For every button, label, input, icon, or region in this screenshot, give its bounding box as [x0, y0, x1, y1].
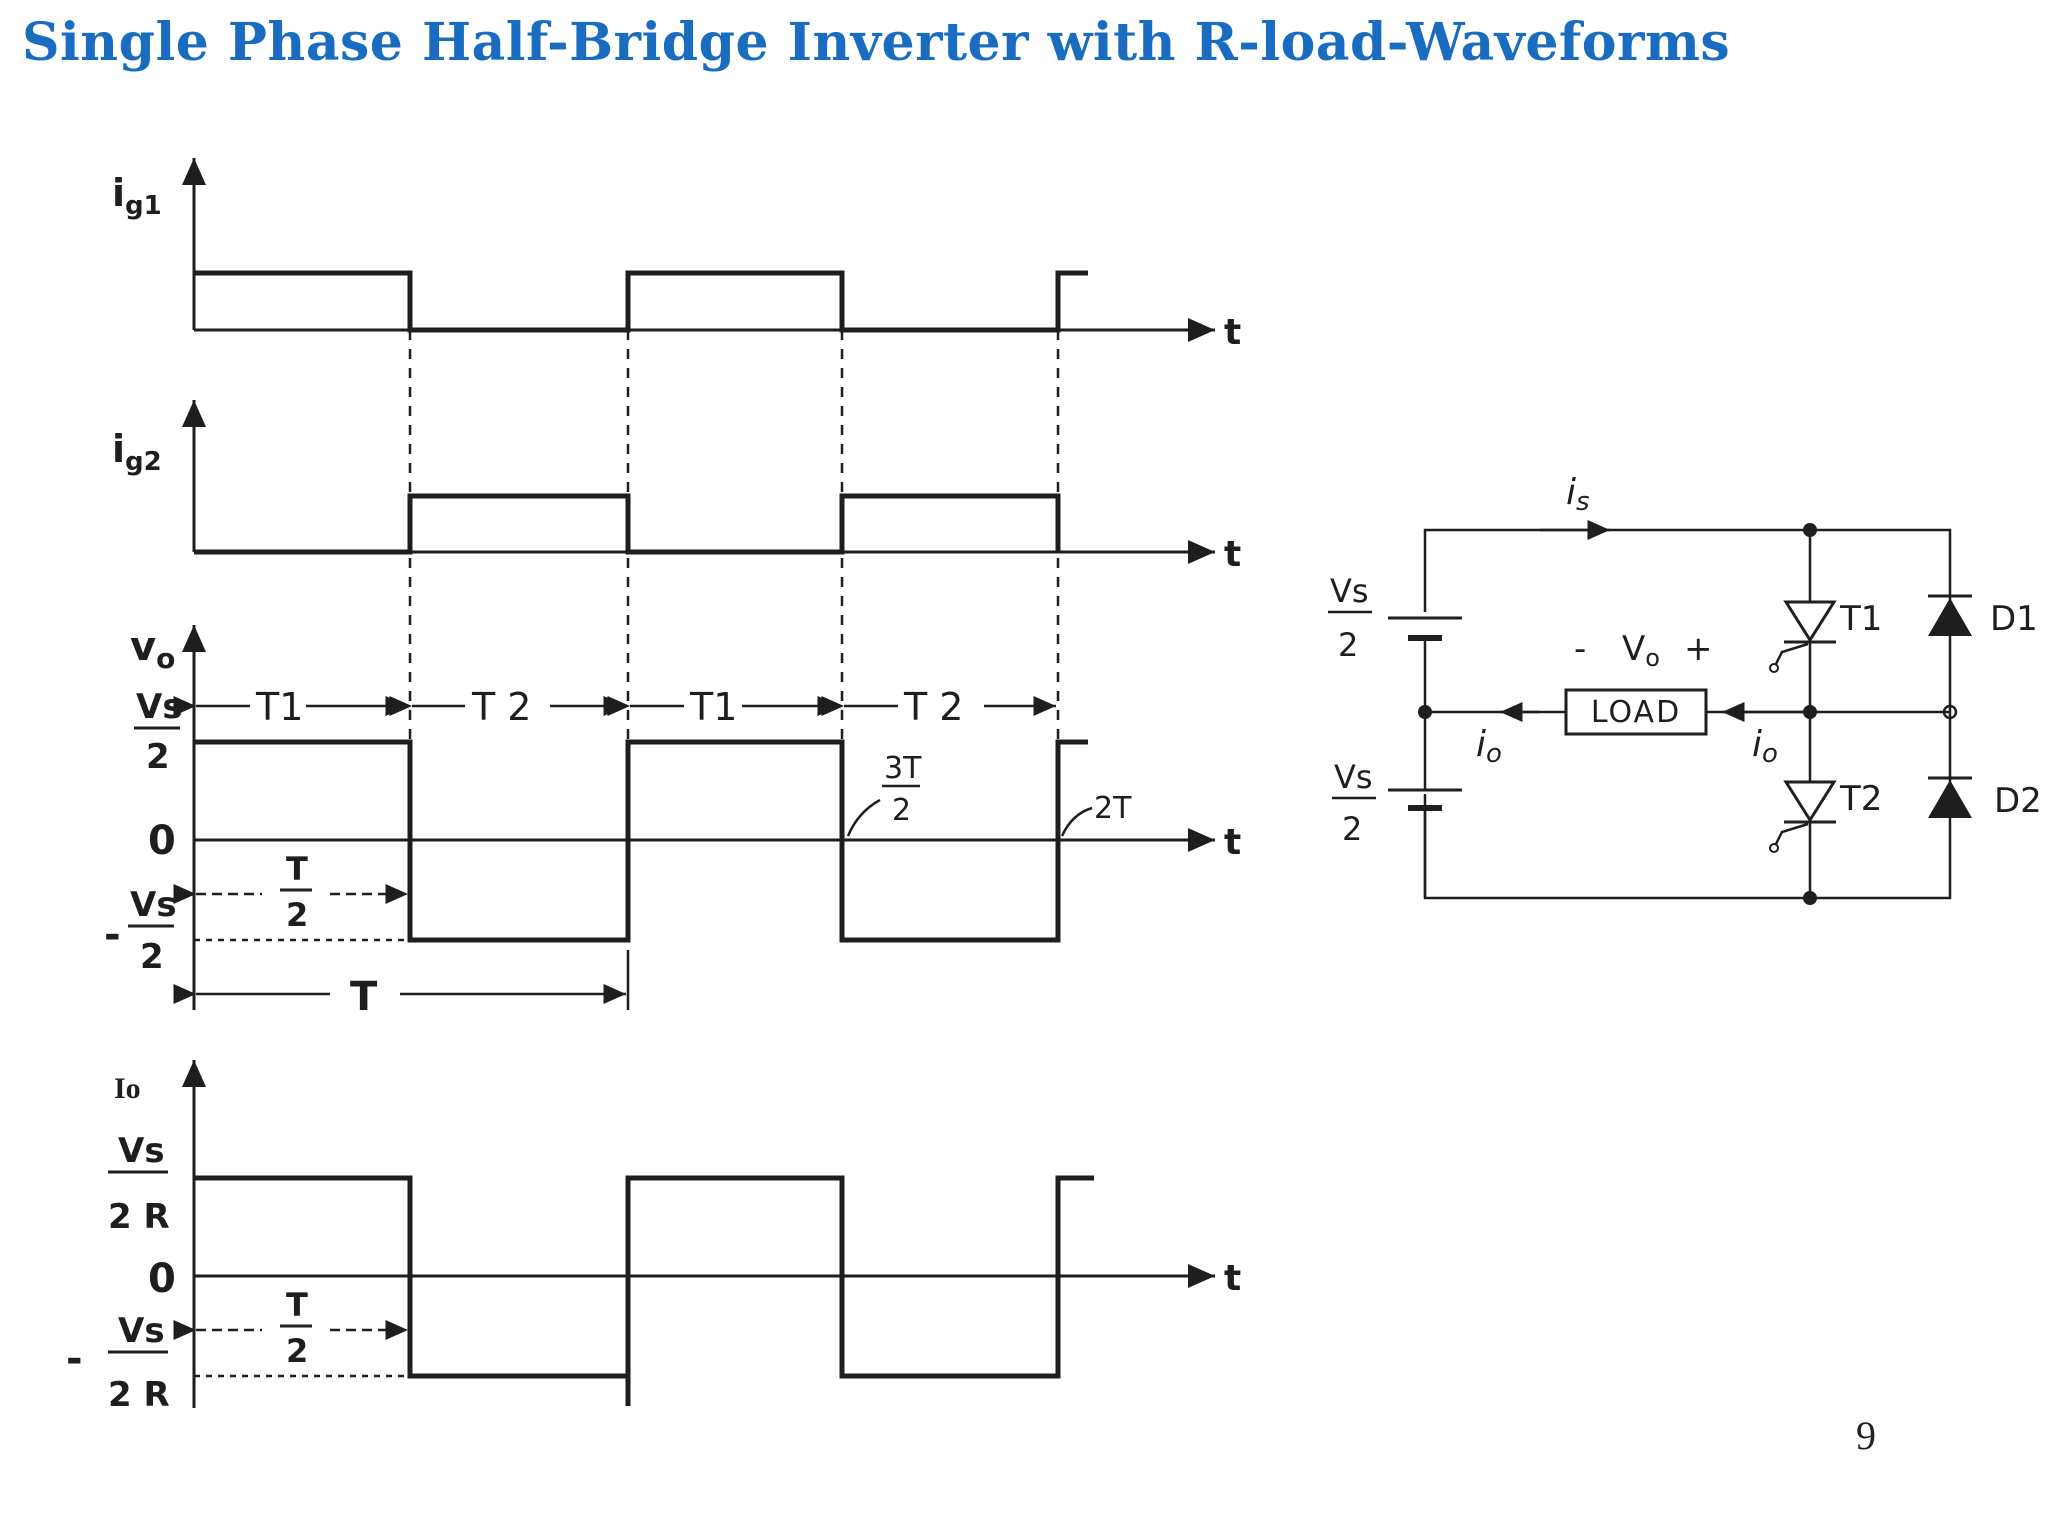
d2-label: D2: [1994, 781, 2042, 821]
lower-source-den: 2: [1342, 810, 1362, 848]
vo-plot: vo Vs 2 0 - Vs 2 T1 T 2 T1 T 2 T: [104, 624, 1241, 1020]
io-pos-level-num: Vs: [118, 1131, 165, 1171]
io-right-label: io: [1752, 724, 1778, 769]
vo-half-period-den: 2: [286, 896, 308, 934]
ig1-gate-pulse: [194, 270, 1088, 333]
t2-second-label: T 2: [903, 685, 963, 729]
vo-square-wave: [194, 739, 1088, 943]
d1-label: D1: [1990, 599, 2038, 639]
vo-circuit-label: Vo: [1622, 629, 1660, 672]
thyristor-t2: T2: [1769, 779, 1882, 853]
vo-3t-half-num: 3T: [884, 751, 922, 786]
ig1-t-label: t: [1224, 312, 1241, 353]
vo-plus-label: +: [1684, 629, 1713, 669]
io-half-period-den: 2: [286, 1332, 308, 1370]
t2-first-label: T 2: [471, 685, 531, 729]
ig2-t-label: t: [1224, 534, 1241, 575]
t1-gate-terminal: [1769, 663, 1779, 673]
ig2-label: ig2: [112, 427, 162, 477]
t1-second-label: T1: [689, 685, 737, 729]
t1-triangle: [1783, 600, 1837, 643]
t2-gate-terminal: [1769, 843, 1779, 853]
io-plot: Io Vs 2 R 0 - Vs 2 R T 2 t: [66, 1060, 1241, 1415]
io-t-label: t: [1224, 1258, 1241, 1299]
io-pos-level-den: 2 R: [108, 1197, 170, 1237]
io-left-label: io: [1476, 724, 1502, 769]
vo-pos-level-den: 2: [146, 737, 170, 777]
t1-gate-lead: [1774, 642, 1809, 665]
vo-2t-label: 2T: [1094, 791, 1132, 826]
vo-2t-leader: [1060, 806, 1093, 837]
slide-title: Single Phase Half-Bridge Inverter with R…: [22, 12, 1731, 73]
d2-triangle: [1928, 780, 1972, 818]
source-current-label: is: [1566, 472, 1590, 517]
d1-triangle: [1928, 598, 1972, 636]
io-zero-label: 0: [148, 1256, 176, 1302]
vo-neg-level-num: Vs: [130, 885, 177, 925]
diode-d1: D1: [1928, 594, 2038, 639]
io-wave-first-cycle: [194, 1175, 628, 1379]
ig1-plot: ig1 t: [112, 158, 1241, 353]
vo-neg-sign: -: [104, 912, 121, 958]
t1-label: T1: [1839, 599, 1882, 639]
junction-midpoint: [1418, 705, 1432, 719]
vo-3t-half-leader: [846, 798, 881, 837]
ig2-plot: ig2 t: [112, 400, 1241, 575]
load-label: LOAD: [1591, 695, 1681, 730]
vo-label: vo: [130, 624, 175, 675]
load-box: [1564, 688, 1708, 736]
vo-zero-label: 0: [148, 818, 176, 864]
thyristor-t1: T1: [1769, 599, 1882, 673]
circuit-schematic: Vs 2 Vs 2 is LOAD - Vo + io io: [1328, 472, 2042, 905]
page-number: 9: [1856, 1413, 1876, 1458]
t2-gate-lead: [1774, 822, 1809, 845]
upper-source-den: 2: [1338, 626, 1358, 664]
io-label: Io: [114, 1072, 141, 1105]
vo-3t-half-den: 2: [892, 793, 911, 828]
lower-source-num: Vs: [1334, 758, 1373, 796]
upper-source-num: Vs: [1330, 572, 1369, 610]
vo-neg-level-den: 2: [140, 937, 164, 977]
diode-d2: D2: [1928, 776, 2042, 821]
junction-bottom: [1803, 891, 1817, 905]
io-wave-second-cycle: [625, 1175, 1094, 1406]
io-neg-level-num: Vs: [118, 1311, 165, 1351]
ig1-label: ig1: [112, 171, 162, 221]
vo-pos-level-num: Vs: [136, 687, 183, 727]
vo-period-label: T: [350, 974, 378, 1020]
io-neg-level-den: 2 R: [108, 1375, 170, 1415]
junction-diode-mid: [1942, 704, 1958, 720]
ig2-gate-pulse: [194, 493, 1061, 555]
io-neg-sign: -: [66, 1336, 83, 1382]
vo-t-label: t: [1224, 822, 1241, 863]
t2-label: T2: [1839, 779, 1882, 819]
junction-output: [1803, 705, 1817, 719]
t2-triangle: [1783, 780, 1837, 823]
t1-first-label: T1: [255, 685, 303, 729]
io-half-period-num: T: [286, 1286, 308, 1324]
vo-minus-label: -: [1574, 629, 1586, 669]
junction-top: [1803, 523, 1817, 537]
vo-half-period-num: T: [286, 850, 308, 888]
